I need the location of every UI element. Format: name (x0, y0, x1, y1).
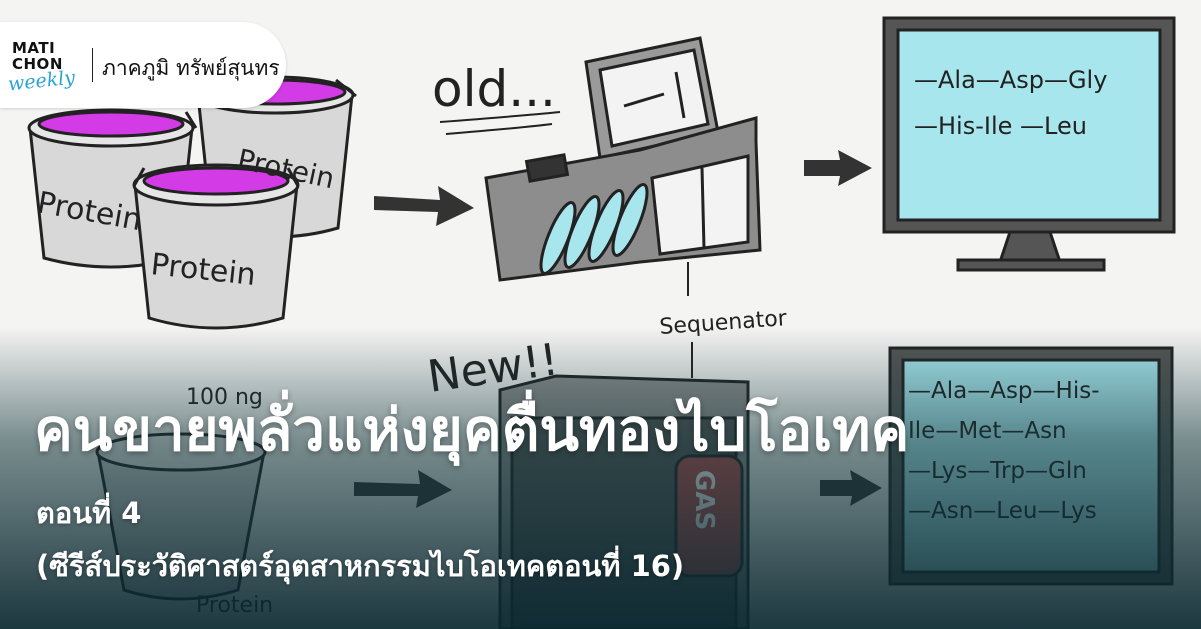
logo-line-2: CHON (12, 55, 63, 73)
arrow-right-icon (354, 470, 452, 508)
new-sequence-line-1: —Ala—Asp—His- (908, 378, 1100, 404)
arrow-right-icon (374, 186, 474, 226)
brand-divider (92, 48, 93, 82)
new-sequence-line-2: Ile—Met—Asn (908, 418, 1067, 444)
series-label: (ซีรีส์ประวัติศาสตร์อุตสาหกรรมไบโอเทคตอน… (36, 549, 685, 583)
arrow-right-icon (804, 150, 872, 186)
logo-line-1: MATI (12, 39, 56, 57)
brand-badge: MATI CHON weekly ภาคภูมิ ทรัพย์สุนทร (0, 22, 286, 108)
sequenator-label: Sequenator (659, 306, 789, 340)
headline: คนขายพลั่วแห่งยุคตื่นทองไบโอเทค (34, 396, 910, 464)
old-sequence-line-1: —Ala—Asp—Gly (914, 66, 1107, 94)
old-label: old... (432, 60, 556, 118)
arrow-right-icon (820, 470, 882, 506)
new-sequence-line-4: —Asn—Leu—Lys (908, 498, 1097, 524)
new-sequence-line-3: —Lys—Trp—Gln (908, 458, 1087, 484)
old-sequence-line-2: —His-Ile —Leu (914, 112, 1087, 140)
new-machine-badge: GAS (689, 470, 719, 530)
cup-label: Protein (196, 593, 273, 618)
old-monitor (882, 16, 1176, 272)
author-name: ภาคภูมิ ทรัพย์สุนทร (102, 56, 280, 80)
matichon-weekly-logo: MATI CHON weekly (7, 38, 92, 98)
episode-label: ตอนที่ 4 (36, 496, 142, 530)
